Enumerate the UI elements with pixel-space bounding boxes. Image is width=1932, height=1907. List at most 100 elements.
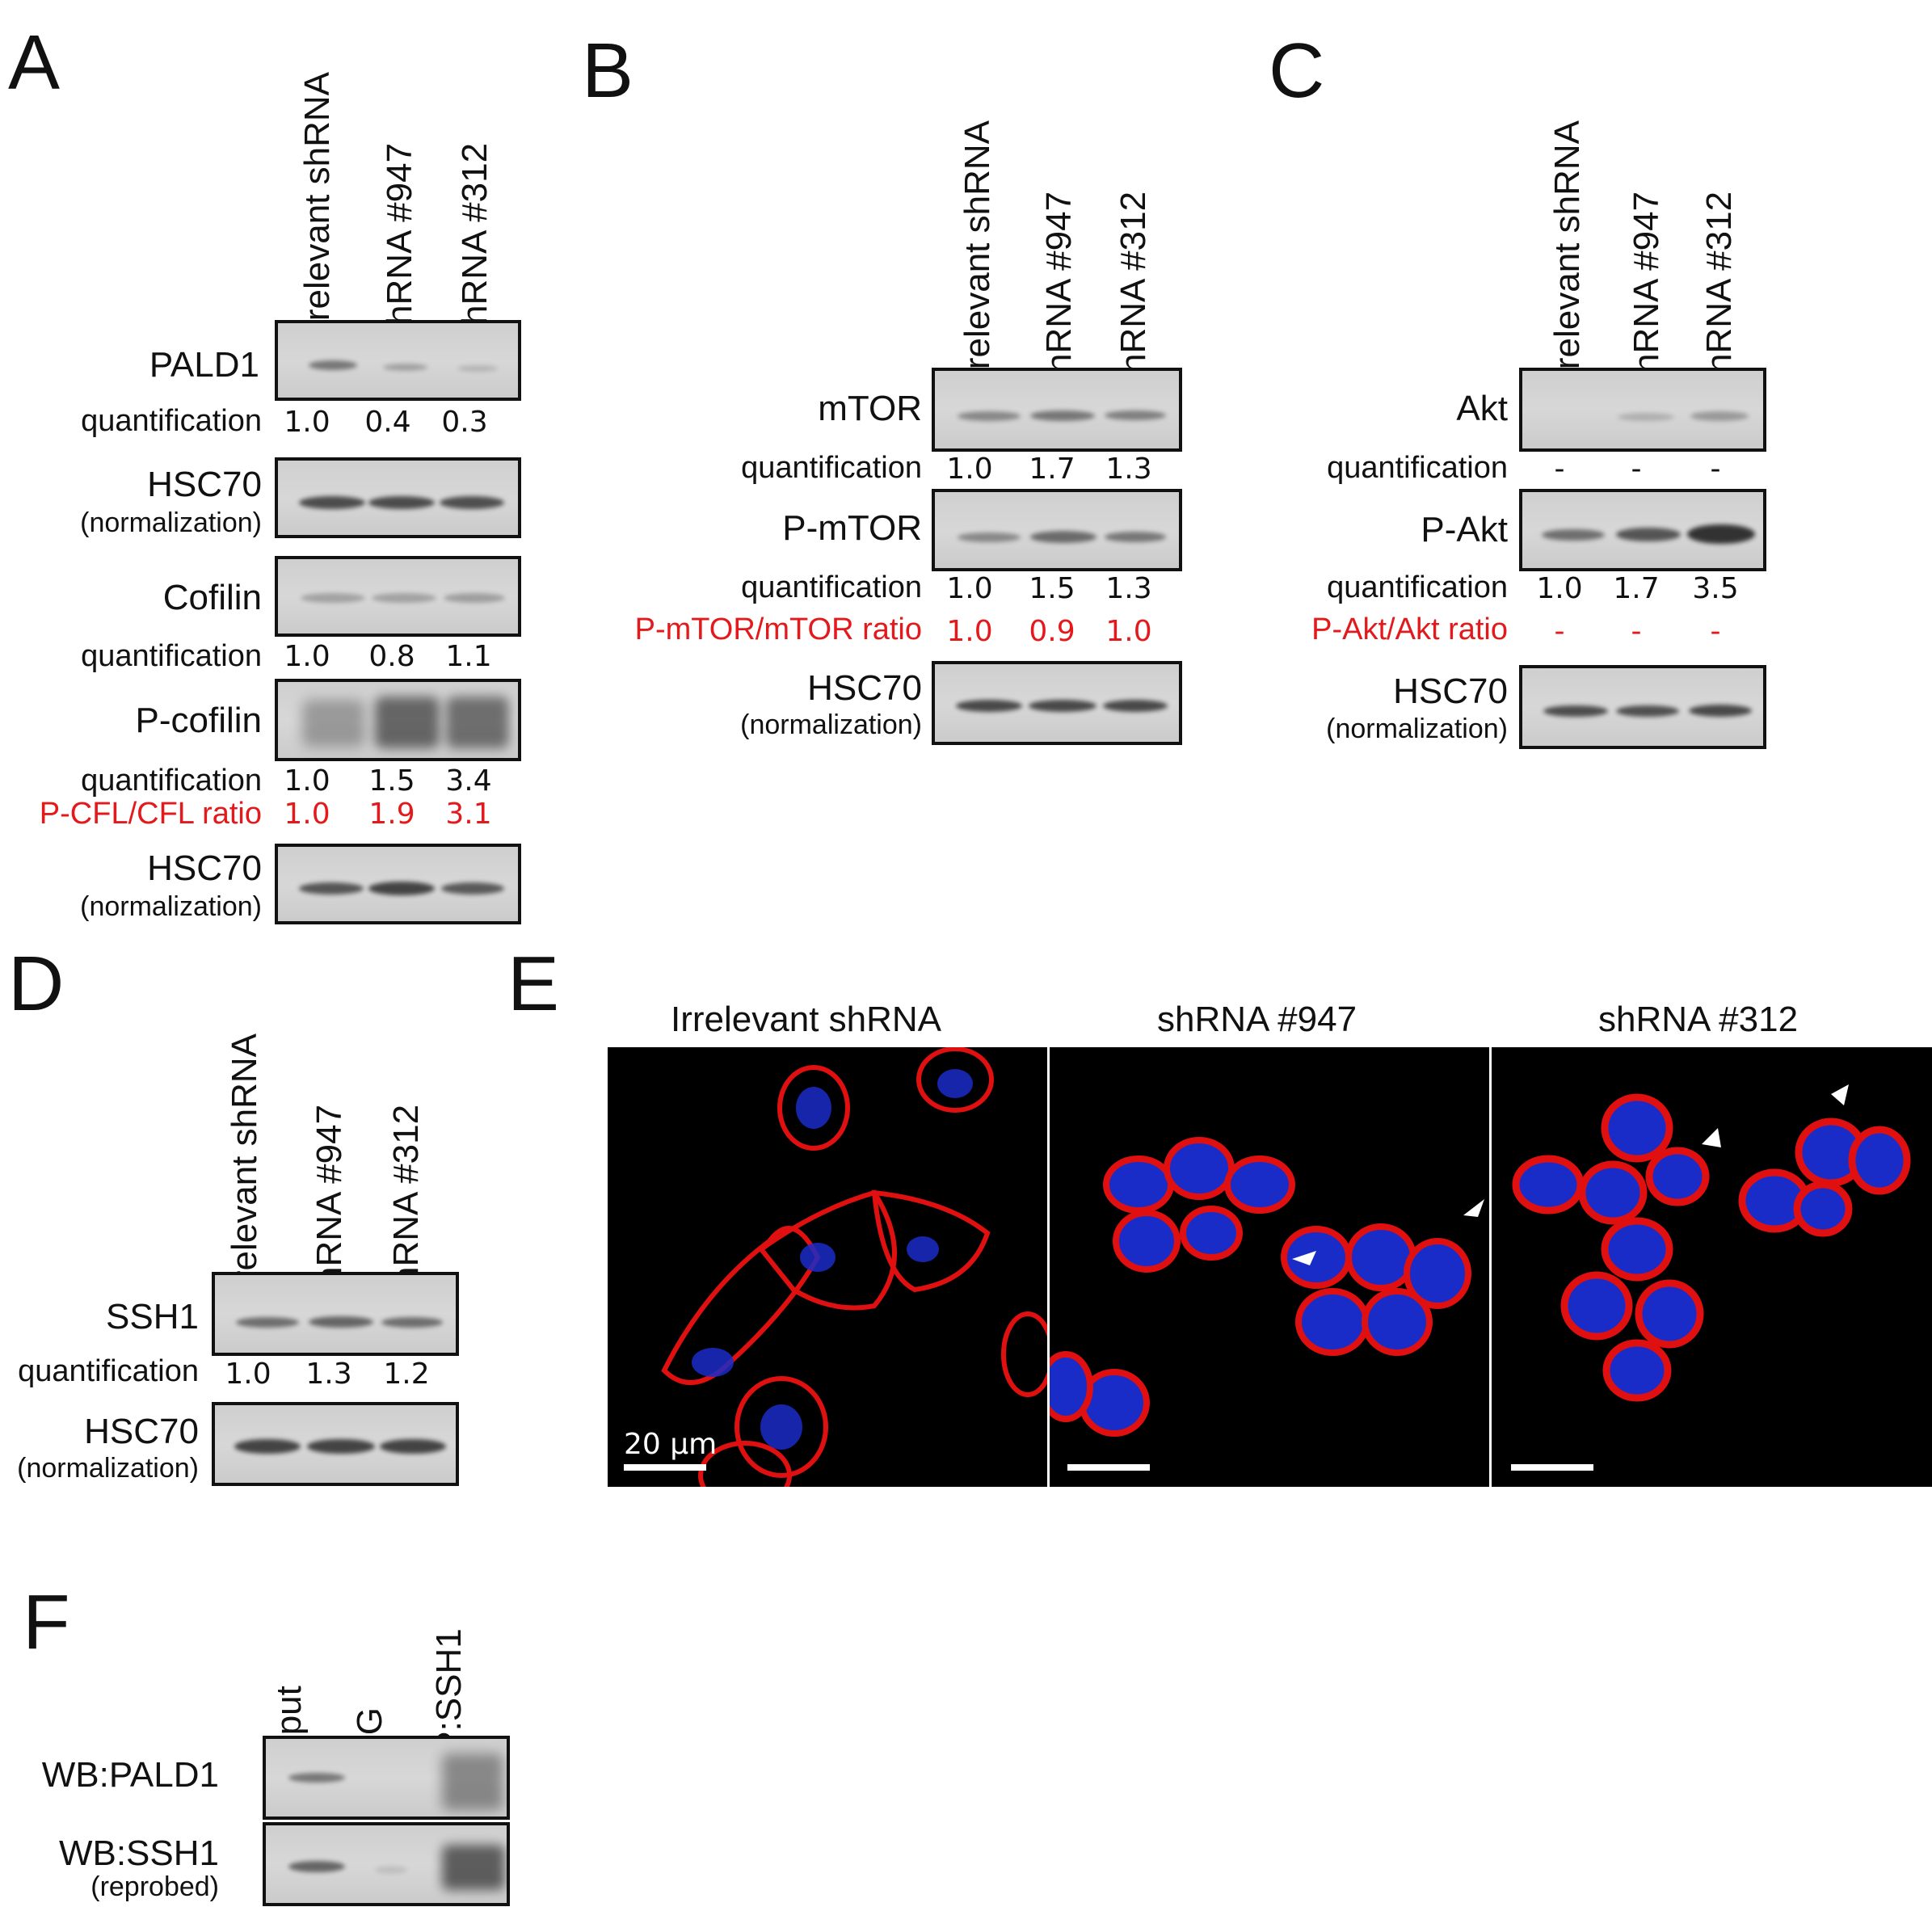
ratio-val-p-akt-3: - (1710, 615, 1721, 648)
lane-label-c-3: shRNA #312 (1699, 191, 1739, 391)
blot-hsc70-a2 (275, 844, 521, 924)
ratio-val-p-mtor-1: 1.0 (946, 615, 993, 648)
blot-hsc70-d (212, 1402, 459, 1486)
lane-label-a-3: shRNA #312 (455, 142, 495, 343)
quant-val-pald1-1: 1.0 (284, 406, 330, 439)
ratio-val-p-mtor-2: 0.9 (1029, 615, 1075, 648)
quant-val-p-mtor-1: 1.0 (946, 572, 993, 605)
scale-bar-1 (624, 1464, 706, 1471)
sub-label-wb-ssh1: (reprobed) (90, 1871, 219, 1902)
quant-label-p-akt: quantification (1327, 570, 1508, 604)
micrograph-shrna-947 (1050, 1047, 1489, 1487)
blot-cofilin (275, 556, 521, 637)
panel-letter-d: D (8, 941, 65, 1027)
row-label-p-cofilin: P-cofilin (135, 701, 263, 740)
quant-label-ssh1: quantification (18, 1354, 199, 1388)
quant-val-pald1-3: 0.3 (441, 406, 488, 439)
lane-label-a-1: Irrelevant shRNA (297, 71, 337, 343)
sub-label-hsc70-b: (normalization) (740, 709, 922, 740)
micro-title-2: shRNA #947 (1157, 1000, 1357, 1039)
quant-val-ssh1-1: 1.0 (225, 1358, 271, 1391)
panel-letter-e: E (507, 941, 560, 1027)
blot-wb-pald1 (263, 1736, 510, 1820)
blot-p-cofilin (275, 679, 521, 761)
sub-label-hsc70-c: (normalization) (1326, 714, 1508, 744)
blot-mtor (932, 368, 1182, 452)
quant-val-mtor-1: 1.0 (946, 453, 993, 486)
blot-hsc70-a1 (275, 457, 521, 538)
row-label-ssh1: SSH1 (106, 1297, 199, 1337)
row-label-akt: Akt (1456, 389, 1508, 428)
lane-label-b-1: Irrelevant shRNA (958, 120, 997, 391)
ratio-val-p-mtor-3: 1.0 (1105, 615, 1152, 648)
quant-label-mtor: quantification (741, 451, 922, 485)
lane-label-a-2: shRNA #947 (380, 142, 419, 343)
scale-bar-3 (1511, 1464, 1593, 1471)
quant-val-p-cofilin-3: 3.4 (445, 764, 492, 798)
quant-label-akt: quantification (1327, 451, 1508, 485)
blot-wb-ssh1 (263, 1822, 510, 1906)
row-label-p-mtor: P-mTOR (782, 508, 922, 548)
row-label-wb-ssh1: WB:SSH1 (58, 1833, 219, 1873)
lane-label-b-2: shRNA #947 (1039, 191, 1079, 391)
micrograph-irrelevant (608, 1047, 1047, 1487)
panel-letter-b: B (582, 27, 634, 114)
blot-p-akt (1519, 489, 1766, 571)
ratio-val-p-cfl-2: 1.9 (368, 798, 415, 831)
quant-val-cofilin-3: 1.1 (445, 640, 492, 673)
ratio-val-p-cfl-3: 3.1 (445, 798, 492, 831)
quant-val-mtor-3: 1.3 (1105, 453, 1152, 486)
row-label-cofilin: Cofilin (162, 578, 262, 617)
lane-label-c-1: Irrelevant shRNA (1547, 120, 1587, 391)
sub-label-hsc70-a1: (normalization) (80, 507, 262, 538)
quant-label-p-mtor: quantification (741, 570, 922, 604)
sub-label-hsc70-d: (normalization) (17, 1453, 199, 1484)
row-label-hsc70-b: HSC70 (807, 668, 922, 708)
quant-val-ssh1-3: 1.2 (383, 1358, 430, 1391)
quant-label-p-cofilin: quantification (81, 764, 262, 798)
quant-val-cofilin-1: 1.0 (284, 640, 330, 673)
quant-val-ssh1-2: 1.3 (305, 1358, 352, 1391)
ratio-val-p-cfl-1: 1.0 (284, 798, 330, 831)
blot-p-mtor (932, 489, 1182, 571)
quant-val-p-akt-2: 1.7 (1613, 572, 1660, 605)
quant-val-akt-1: - (1554, 453, 1565, 486)
micro-title-1: Irrelevant shRNA (671, 1000, 942, 1039)
row-label-pald1: PALD1 (149, 345, 259, 385)
blot-hsc70-c (1519, 665, 1766, 749)
micro-title-3: shRNA #312 (1598, 1000, 1799, 1039)
panel-letter-a: A (8, 19, 61, 106)
quant-val-p-akt-1: 1.0 (1536, 572, 1583, 605)
blot-pald1 (275, 320, 521, 401)
quant-val-p-mtor-2: 1.5 (1029, 572, 1075, 605)
ratio-val-p-akt-2: - (1631, 615, 1642, 648)
row-label-p-akt: P-Akt (1421, 510, 1508, 549)
row-label-mtor: mTOR (818, 389, 922, 428)
micrograph-shrna-312 (1492, 1047, 1932, 1487)
blot-hsc70-b (932, 661, 1182, 745)
row-label-hsc70-a2: HSC70 (147, 848, 262, 888)
quant-val-akt-3: - (1710, 453, 1721, 486)
quant-val-cofilin-2: 0.8 (368, 640, 415, 673)
quant-val-p-mtor-3: 1.3 (1105, 572, 1152, 605)
quant-val-p-akt-3: 3.5 (1692, 572, 1739, 605)
blot-akt (1519, 368, 1766, 452)
ratio-val-p-akt-1: - (1554, 615, 1565, 648)
quant-val-pald1-2: 0.4 (364, 406, 411, 439)
quant-val-akt-2: - (1631, 453, 1642, 486)
quant-label-pald1: quantification (81, 404, 262, 438)
panel-letter-f: F (23, 1579, 70, 1665)
lane-label-d-1: Irrelevant shRNA (225, 1033, 264, 1304)
quant-val-mtor-2: 1.7 (1029, 453, 1075, 486)
row-label-wb-pald1: WB:PALD1 (41, 1755, 219, 1795)
panel-letter-c: C (1269, 27, 1325, 114)
ratio-label-p-mtor: P-mTOR/mTOR ratio (634, 613, 922, 646)
row-label-hsc70-c: HSC70 (1393, 671, 1508, 711)
scale-bar-2 (1067, 1464, 1150, 1471)
quant-val-p-cofilin-1: 1.0 (284, 764, 330, 798)
lane-label-b-3: shRNA #312 (1113, 191, 1153, 391)
quant-val-p-cofilin-2: 1.5 (368, 764, 415, 798)
ratio-label-p-akt: P-Akt/Akt ratio (1311, 613, 1508, 646)
row-label-hsc70-a1: HSC70 (147, 465, 262, 504)
ratio-label-p-cfl: P-CFL/CFL ratio (39, 797, 262, 831)
